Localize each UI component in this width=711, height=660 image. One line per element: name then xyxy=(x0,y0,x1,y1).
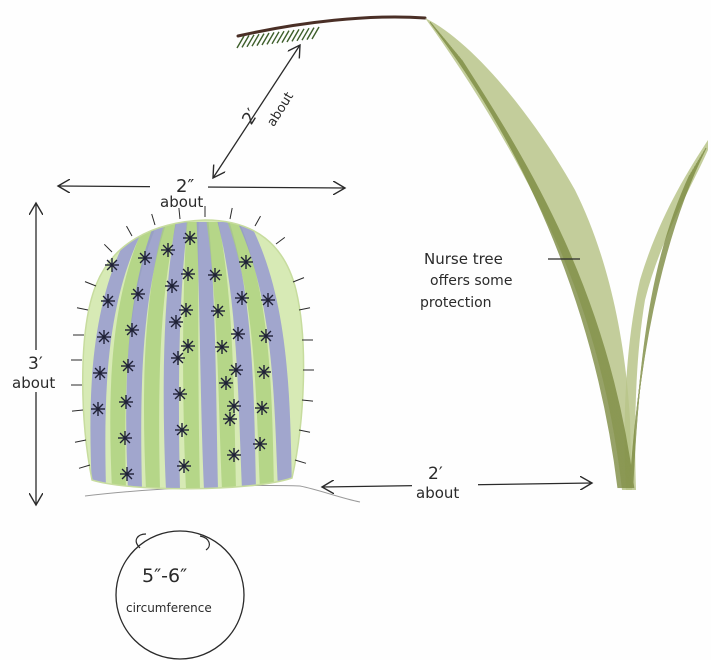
nurse-tree-label-line3: protection xyxy=(420,295,492,311)
top-distance-qualifier: about xyxy=(264,90,297,130)
top-distance-value: 2′ xyxy=(238,105,263,128)
barrel-cactus xyxy=(71,206,314,490)
overhead-branch xyxy=(237,17,425,48)
circumference-callout: 5″-6″ circumference xyxy=(116,531,244,659)
nurse-tree-label: Nurse tree offers some protection xyxy=(420,250,580,311)
height-qualifier: about xyxy=(12,374,55,392)
nurse-tree-label-line2: offers some xyxy=(430,273,512,289)
width-dimension: 2″ about xyxy=(58,172,345,211)
height-dimension: 3′ about xyxy=(8,203,68,505)
nurse-tree-label-line1: Nurse tree xyxy=(424,250,503,268)
height-value: 3′ xyxy=(28,354,43,374)
ground-distance-dimension: 2′ about xyxy=(322,460,592,504)
circumference-word: circumference xyxy=(126,601,212,615)
top-distance-dimension: 2′ about xyxy=(213,45,300,178)
ground-distance-qualifier: about xyxy=(416,484,459,502)
ground-distance-value: 2′ xyxy=(428,464,443,484)
circumference-value: 5″-6″ xyxy=(142,565,187,587)
width-qualifier: about xyxy=(160,193,203,211)
